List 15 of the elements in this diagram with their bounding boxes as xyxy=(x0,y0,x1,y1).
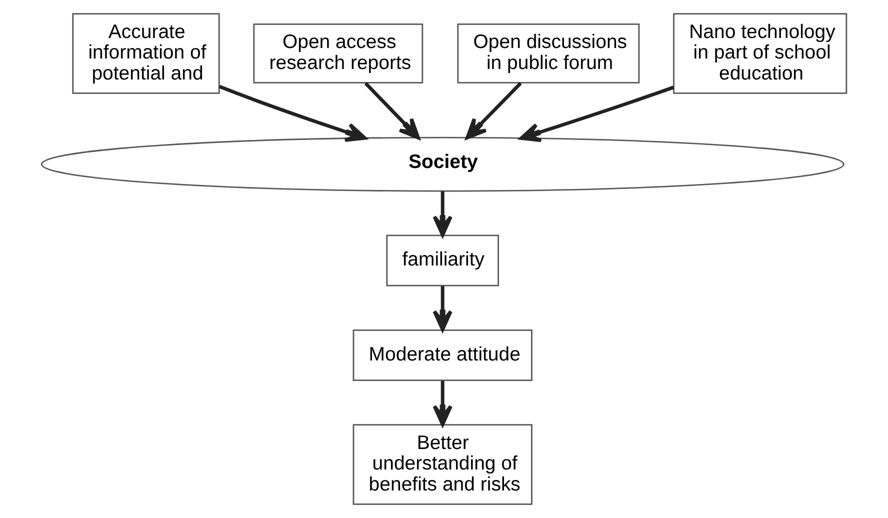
arrow xyxy=(218,84,367,142)
arrow xyxy=(520,86,674,142)
node-box: Nano technology in part of school education xyxy=(673,13,848,94)
node-box: familiarity xyxy=(386,234,499,286)
node-box: Accurate information of potential and xyxy=(72,13,220,94)
node-box: Open discussions in public forum xyxy=(457,24,640,84)
arrow xyxy=(432,286,452,332)
node-box: Moderate attitude xyxy=(352,329,532,381)
arrow xyxy=(364,82,420,140)
node-box: Open access research reports xyxy=(253,24,424,84)
arrow xyxy=(432,380,452,426)
arrow xyxy=(432,191,452,237)
node-ellipse: Society xyxy=(40,136,844,192)
node-box: Better understanding of benefits and risks xyxy=(352,424,532,505)
arrow xyxy=(466,82,522,140)
